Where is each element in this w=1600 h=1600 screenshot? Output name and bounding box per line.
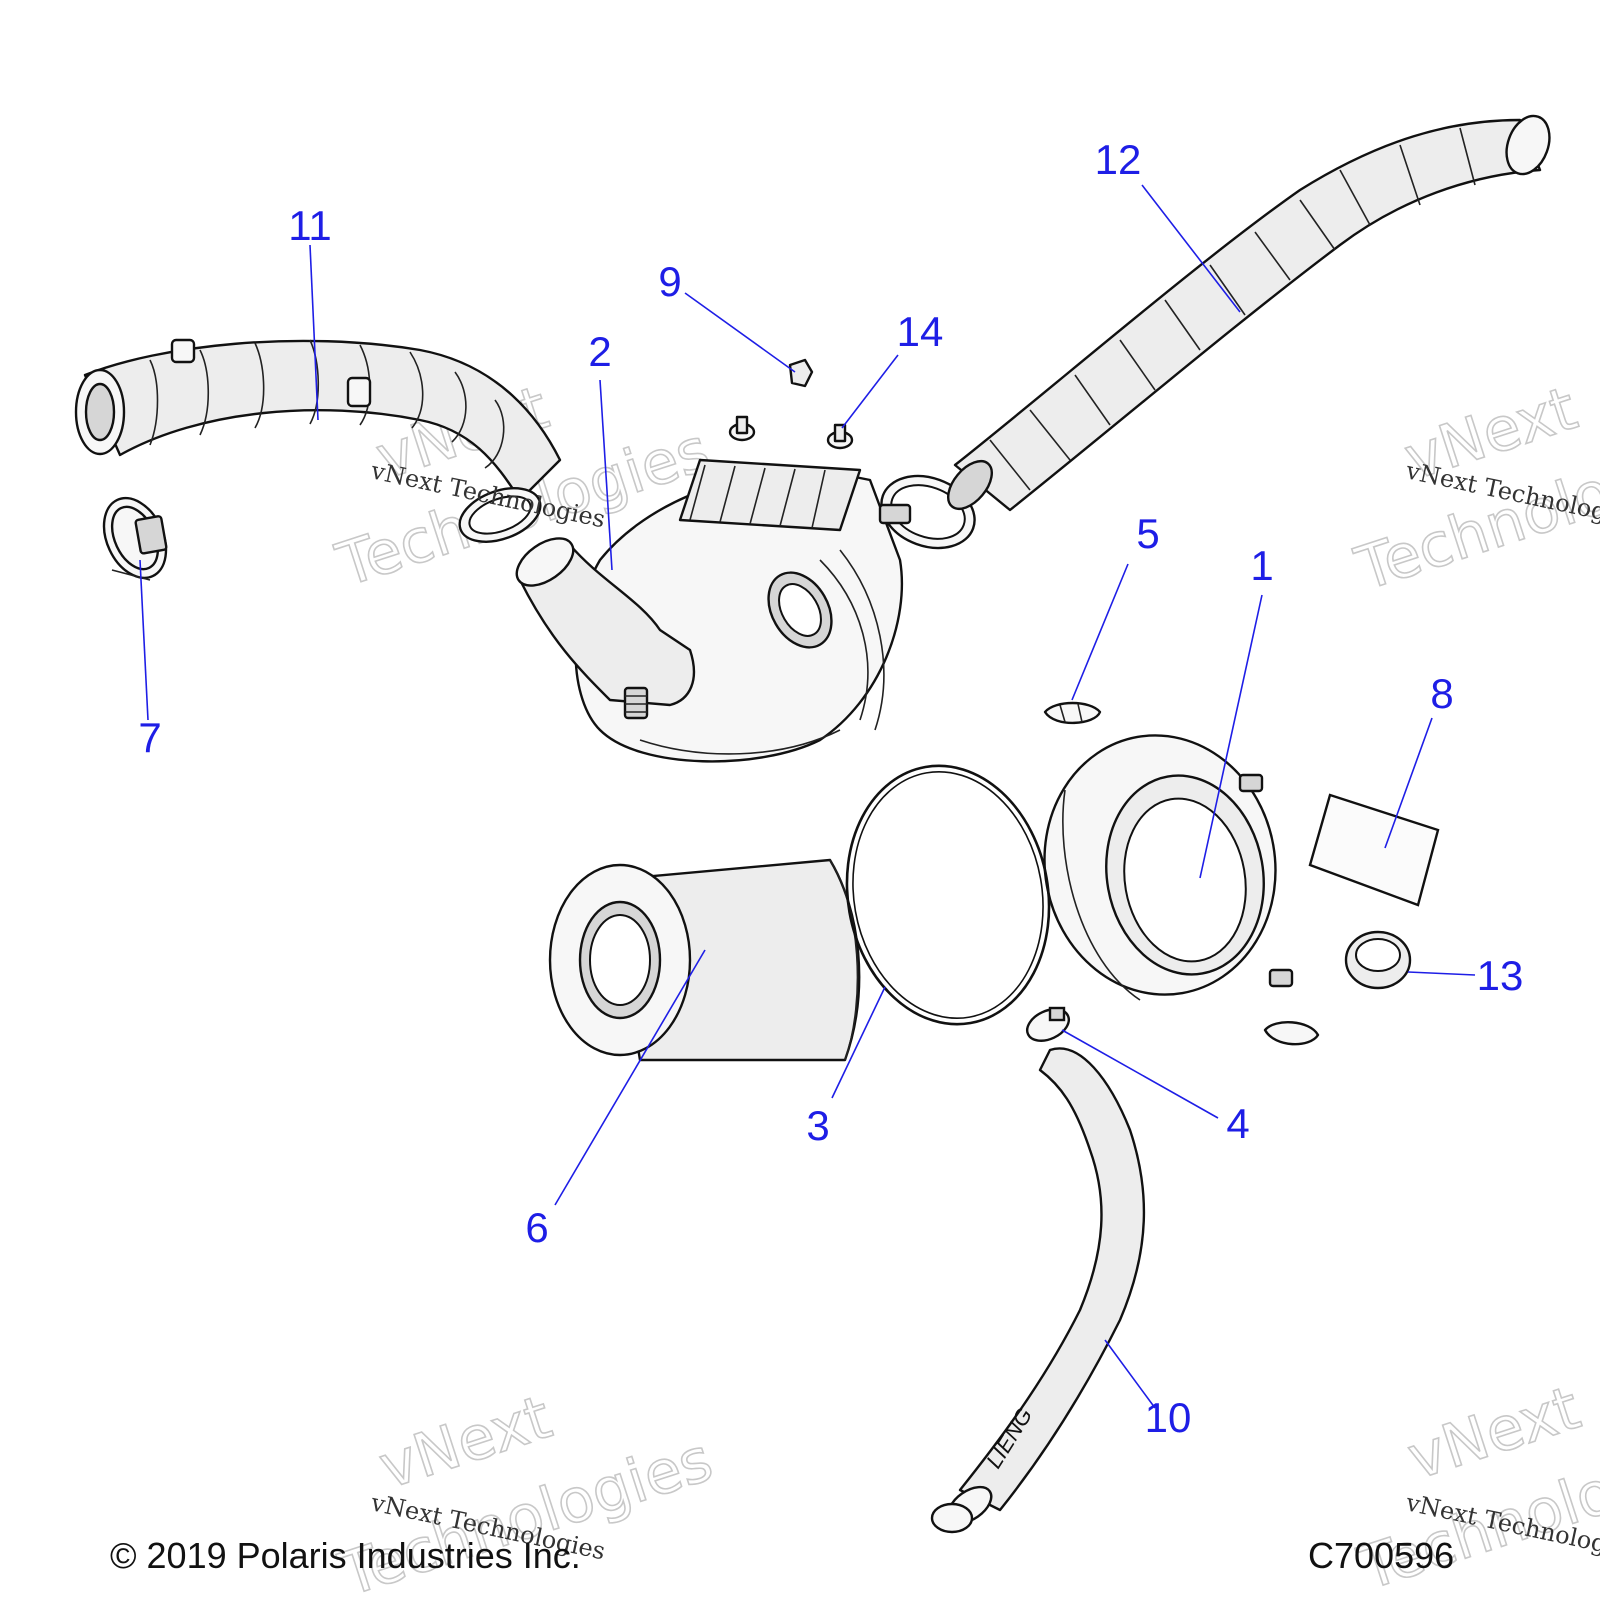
part-9-push-nut [788, 358, 814, 388]
leader-9 [684, 292, 796, 373]
part-11-intake-duct [74, 338, 562, 502]
leader-12 [1141, 184, 1241, 313]
callout-14: 14 [897, 308, 944, 355]
part-6-air-filter [548, 858, 861, 1062]
part-5-clip [1043, 701, 1102, 725]
hose-clamp-left [458, 487, 542, 543]
leader-3 [831, 986, 886, 1099]
part-10-drain-tube: LIENG [930, 1047, 1146, 1534]
part-2-airbox-housing [515, 458, 904, 763]
leader-lines [139, 184, 1476, 1409]
part-13-grommet [1344, 930, 1412, 990]
leader-1 [1199, 594, 1263, 879]
part-12-intake-duct [947, 114, 1551, 512]
copyright-text: © 2019 Polaris Industries Inc. [110, 1535, 581, 1576]
callout-labels: 1 2 3 4 5 6 7 8 9 10 11 12 13 14 [138, 136, 1523, 1441]
callout-2: 2 [588, 328, 611, 375]
callout-7: 7 [138, 714, 161, 761]
callout-4: 4 [1226, 1100, 1249, 1147]
part-8-label [1308, 793, 1440, 907]
part-1-airbox-cover [1043, 734, 1294, 1001]
cover-clip [1263, 1021, 1320, 1046]
leader-7 [139, 559, 149, 721]
leader-14 [841, 354, 899, 429]
callout-6: 6 [525, 1204, 548, 1251]
part-4-hose-clamp [1026, 1006, 1070, 1042]
callout-12: 12 [1095, 136, 1142, 183]
callout-5: 5 [1136, 510, 1159, 557]
drawing-code: C700596 [1308, 1535, 1454, 1576]
hose-clamp-right [878, 474, 976, 550]
leader-5 [1071, 563, 1129, 701]
leader-6 [554, 949, 706, 1206]
callout-8: 8 [1430, 670, 1453, 717]
leader-13 [1407, 971, 1476, 976]
callout-11: 11 [288, 202, 332, 249]
leader-11 [309, 244, 319, 421]
leader-10 [1104, 1339, 1156, 1409]
callout-3: 3 [806, 1102, 829, 1149]
part-7-hose-clamp [102, 496, 168, 581]
callout-10: 10 [1145, 1394, 1192, 1441]
callout-1: 1 [1250, 542, 1273, 589]
callout-13: 13 [1477, 952, 1524, 999]
part-3-seal-ring [845, 764, 1051, 1026]
callout-9: 9 [658, 258, 681, 305]
leader-8 [1384, 717, 1433, 849]
leader-4 [1061, 1029, 1219, 1119]
leader-2 [599, 379, 613, 571]
part-14-screw [728, 415, 854, 450]
